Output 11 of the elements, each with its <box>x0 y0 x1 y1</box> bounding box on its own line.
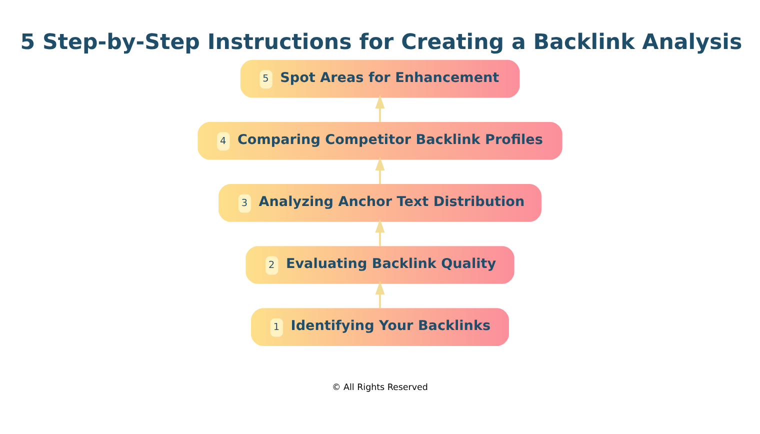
node-box: 1 Identifying Your Backlinks <box>251 308 509 346</box>
node-box: 2 Evaluating Backlink Quality <box>246 246 514 284</box>
node-box: 5 Spot Areas for Enhancement <box>240 60 520 98</box>
arrow <box>375 94 385 122</box>
arrow <box>375 219 385 246</box>
arrow <box>375 156 385 184</box>
arrow <box>375 281 385 308</box>
node-box: 4 Comparing Competitor Backlink Profiles <box>198 122 562 160</box>
diagram-title: 5 Step-by-Step Instructions for Creating a Backlink Analysis <box>20 30 742 55</box>
node-box: 3 Analyzing Anchor Text Distribution <box>218 184 542 222</box>
label: © All Rights Reserved <box>332 382 428 393</box>
